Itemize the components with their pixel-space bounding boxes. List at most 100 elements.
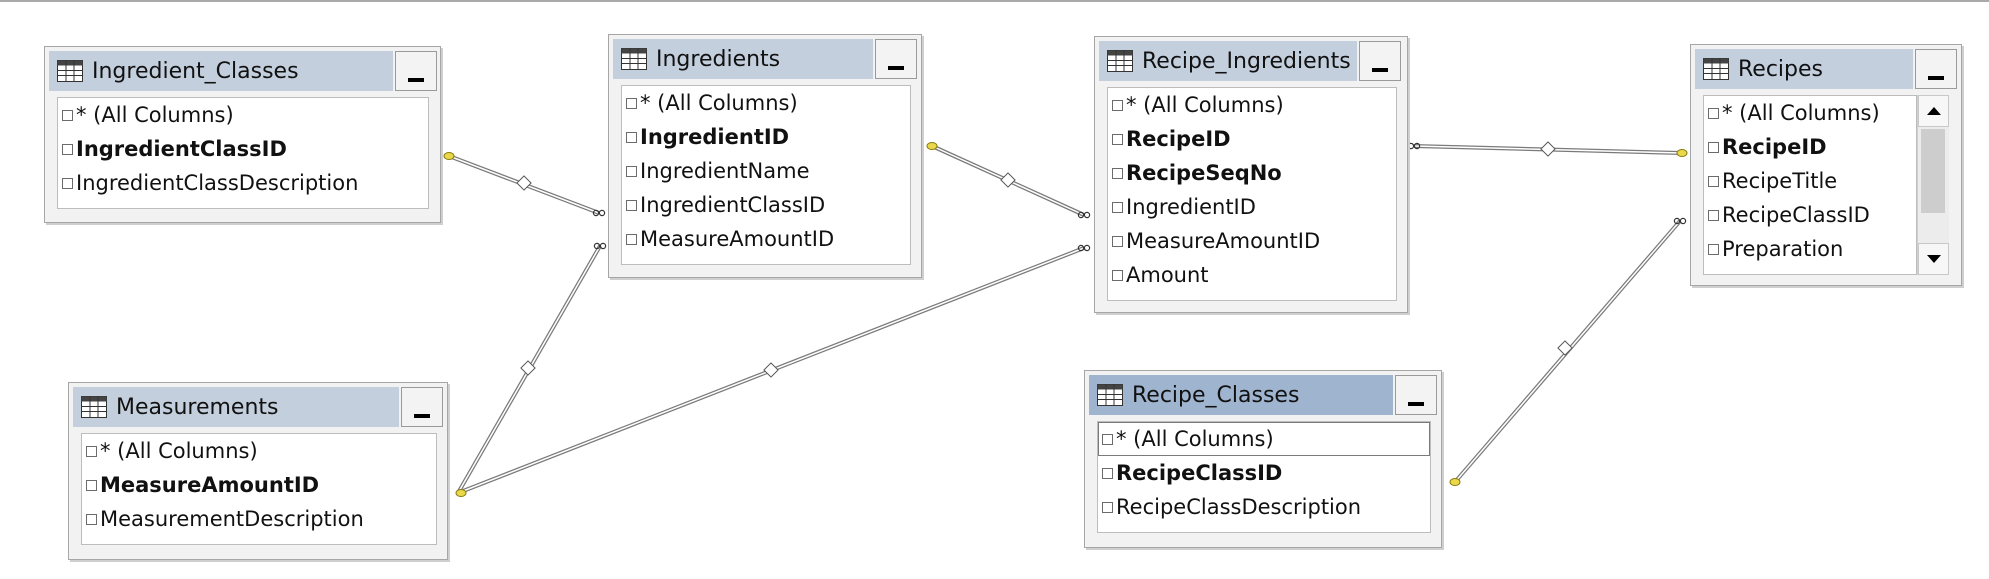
- table-title-bar[interactable]: Ingredients: [613, 39, 873, 79]
- column-row-measurementdescription[interactable]: MeasurementDescription: [82, 502, 436, 536]
- column-row-measureamountid[interactable]: MeasureAmountID: [622, 222, 910, 256]
- column-row-ingredientname[interactable]: IngredientName: [622, 154, 910, 188]
- column-checkbox[interactable]: [626, 131, 637, 143]
- column-row-measureamountid[interactable]: MeasureAmountID: [82, 468, 436, 502]
- column-label: RecipeID: [1722, 135, 1827, 159]
- column-list[interactable]: * (All Columns) IngredientClassID Ingred…: [57, 97, 429, 209]
- column-label: * (All Columns): [1116, 427, 1274, 451]
- column-checkbox[interactable]: [1708, 107, 1719, 119]
- minimize-button[interactable]: [1359, 41, 1401, 81]
- table-title-bar[interactable]: Ingredient_Classes: [49, 51, 393, 91]
- vertical-scrollbar[interactable]: [1917, 95, 1949, 275]
- column-row-recipeclassid[interactable]: RecipeClassID: [1704, 198, 1916, 232]
- table-title: Ingredient_Classes: [92, 58, 299, 84]
- column-list[interactable]: * (All Columns) MeasureAmountID Measurem…: [81, 433, 437, 545]
- column-row-preparation[interactable]: Preparation: [1704, 232, 1916, 266]
- column-row-recipeid[interactable]: RecipeID: [1108, 122, 1396, 156]
- relationship-measurements-recipeingredients[interactable]: [455, 244, 1091, 497]
- column-checkbox[interactable]: [1112, 235, 1123, 247]
- column-checkbox[interactable]: [1112, 269, 1123, 281]
- column-row-all-columns[interactable]: * (All Columns): [58, 98, 428, 132]
- relationship-ingredients-recipeingredients[interactable]: [926, 142, 1091, 219]
- scroll-down-arrow-icon[interactable]: [1918, 243, 1949, 275]
- table-recipes[interactable]: Recipes * (All Columns) RecipeID RecipeT…: [1690, 44, 1962, 286]
- column-checkbox[interactable]: [1708, 175, 1719, 187]
- scroll-up-arrow-icon[interactable]: [1918, 95, 1949, 127]
- column-row-all-columns[interactable]: * (All Columns): [622, 86, 910, 120]
- column-checkbox[interactable]: [86, 513, 97, 525]
- column-list[interactable]: * (All Columns) IngredientID IngredientN…: [621, 85, 911, 265]
- table-title-bar[interactable]: Recipes: [1695, 49, 1913, 89]
- table-measurements[interactable]: Measurements * (All Columns) MeasureAmou…: [68, 382, 448, 560]
- column-checkbox[interactable]: [62, 177, 73, 189]
- column-row-all-columns[interactable]: * (All Columns): [1704, 96, 1916, 130]
- relationship-recipes-recipeingredients[interactable]: [1407, 141, 1688, 157]
- minimize-button[interactable]: [875, 39, 917, 79]
- column-checkbox[interactable]: [1708, 243, 1719, 255]
- column-label: RecipeClassID: [1722, 203, 1870, 227]
- column-row-ingredientid[interactable]: IngredientID: [1108, 190, 1396, 224]
- table-grid-icon: [621, 48, 647, 70]
- column-row-recipeclassid[interactable]: RecipeClassID: [1098, 456, 1430, 490]
- column-checkbox[interactable]: [626, 97, 637, 109]
- relationship-ingredientclasses-ingredients[interactable]: [443, 152, 606, 217]
- column-checkbox[interactable]: [1102, 501, 1113, 513]
- scrollbar-thumb[interactable]: [1921, 129, 1945, 213]
- column-row-ingredientclassdescription[interactable]: IngredientClassDescription: [58, 166, 428, 200]
- column-checkbox[interactable]: [626, 233, 637, 245]
- column-row-amount[interactable]: Amount: [1108, 258, 1396, 292]
- column-checkbox[interactable]: [62, 109, 73, 121]
- column-row-ingredientclassid[interactable]: IngredientClassID: [58, 132, 428, 166]
- table-title: Recipes: [1738, 56, 1824, 82]
- minimize-button[interactable]: [1915, 49, 1957, 89]
- column-row-all-columns[interactable]: * (All Columns): [1108, 88, 1396, 122]
- column-checkbox[interactable]: [86, 479, 97, 491]
- column-row-all-columns[interactable]: * (All Columns): [1098, 422, 1430, 456]
- column-row-recipeid[interactable]: RecipeID: [1704, 130, 1916, 164]
- column-label: IngredientClassID: [640, 193, 826, 217]
- column-row-ingredientid[interactable]: IngredientID: [622, 120, 910, 154]
- column-row-ingredientclassid[interactable]: IngredientClassID: [622, 188, 910, 222]
- column-checkbox[interactable]: [626, 165, 637, 177]
- column-checkbox[interactable]: [1112, 167, 1123, 179]
- column-checkbox[interactable]: [1112, 99, 1123, 111]
- column-list[interactable]: * (All Columns) RecipeID RecipeTitle Rec…: [1703, 95, 1917, 275]
- column-row-measureamountid[interactable]: MeasureAmountID: [1108, 224, 1396, 258]
- column-label: RecipeID: [1126, 127, 1231, 151]
- column-checkbox[interactable]: [1708, 209, 1719, 221]
- table-grid-icon: [1703, 58, 1729, 80]
- column-checkbox[interactable]: [1112, 133, 1123, 145]
- minimize-button[interactable]: [1395, 375, 1437, 415]
- table-title-bar[interactable]: Recipe_Ingredients: [1099, 41, 1357, 81]
- column-row-recipeseqno[interactable]: RecipeSeqNo: [1108, 156, 1396, 190]
- column-label: MeasureAmountID: [1126, 229, 1321, 253]
- column-row-recipeclassdescription[interactable]: RecipeClassDescription: [1098, 490, 1430, 524]
- column-label: MeasurementDescription: [100, 507, 364, 531]
- column-checkbox[interactable]: [1102, 467, 1113, 479]
- relationship-measurements-ingredients[interactable]: [456, 242, 607, 494]
- table-recipe-classes[interactable]: Recipe_Classes * (All Columns) RecipeCla…: [1084, 370, 1442, 548]
- column-checkbox[interactable]: [62, 143, 73, 155]
- column-label: * (All Columns): [100, 439, 258, 463]
- table-grid-icon: [57, 60, 83, 82]
- relationship-recipeclasses-recipes[interactable]: [1449, 217, 1687, 486]
- column-checkbox[interactable]: [626, 199, 637, 211]
- table-ingredient-classes[interactable]: Ingredient_Classes * (All Columns) Ingre…: [44, 46, 441, 223]
- column-checkbox[interactable]: [1102, 433, 1113, 445]
- table-title-bar[interactable]: Measurements: [73, 387, 399, 427]
- column-checkbox[interactable]: [1112, 201, 1123, 213]
- column-checkbox[interactable]: [1708, 141, 1719, 153]
- minimize-button[interactable]: [395, 51, 437, 91]
- column-checkbox[interactable]: [86, 445, 97, 457]
- table-recipe-ingredients[interactable]: Recipe_Ingredients * (All Columns) Recip…: [1094, 36, 1408, 313]
- table-title-bar[interactable]: Recipe_Classes: [1089, 375, 1393, 415]
- minimize-button[interactable]: [401, 387, 443, 427]
- column-list[interactable]: * (All Columns) RecipeID RecipeSeqNo Ing…: [1107, 87, 1397, 301]
- column-label: IngredientClassDescription: [76, 171, 359, 195]
- column-row-all-columns[interactable]: * (All Columns): [82, 434, 436, 468]
- column-label: IngredientClassID: [76, 137, 287, 161]
- table-ingredients[interactable]: Ingredients * (All Columns) IngredientID…: [608, 34, 922, 278]
- column-row-recipetitle[interactable]: RecipeTitle: [1704, 164, 1916, 198]
- column-label: RecipeSeqNo: [1126, 161, 1282, 185]
- column-list[interactable]: * (All Columns) RecipeClassID RecipeClas…: [1097, 421, 1431, 533]
